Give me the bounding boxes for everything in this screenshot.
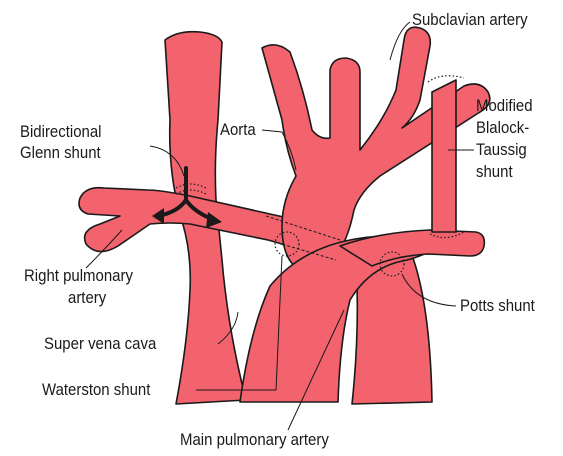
bt-shunt-top-suture: [428, 76, 464, 82]
modified-bt-label-line1: Modified: [476, 96, 533, 116]
waterston-shunt-label: Waterston shunt: [42, 380, 150, 400]
bidirectional-glenn-label-line2: Glenn shunt: [20, 143, 101, 163]
potts-shunt-label: Potts shunt: [460, 296, 535, 316]
modified-bt-label-line2: Blalock-: [476, 118, 529, 138]
bidirectional-glenn-label-line1: Bidirectional: [20, 122, 101, 142]
super-vena-cava-label: Super vena cava: [44, 334, 156, 354]
main-pulmonary-artery-label: Main pulmonary artery: [180, 430, 329, 450]
blalock-taussig-shunt-tube: [432, 80, 456, 232]
right-pulmonary-artery-label-line1: Right pulmonary: [24, 266, 133, 286]
right-pulmonary-artery-label-line2: artery: [68, 288, 106, 308]
subclavian-artery-label: Subclavian artery: [412, 10, 528, 30]
modified-bt-label-line4: shunt: [476, 162, 513, 182]
aorta-label: Aorta: [220, 120, 256, 140]
modified-bt-label-line3: Taussig: [476, 140, 527, 160]
